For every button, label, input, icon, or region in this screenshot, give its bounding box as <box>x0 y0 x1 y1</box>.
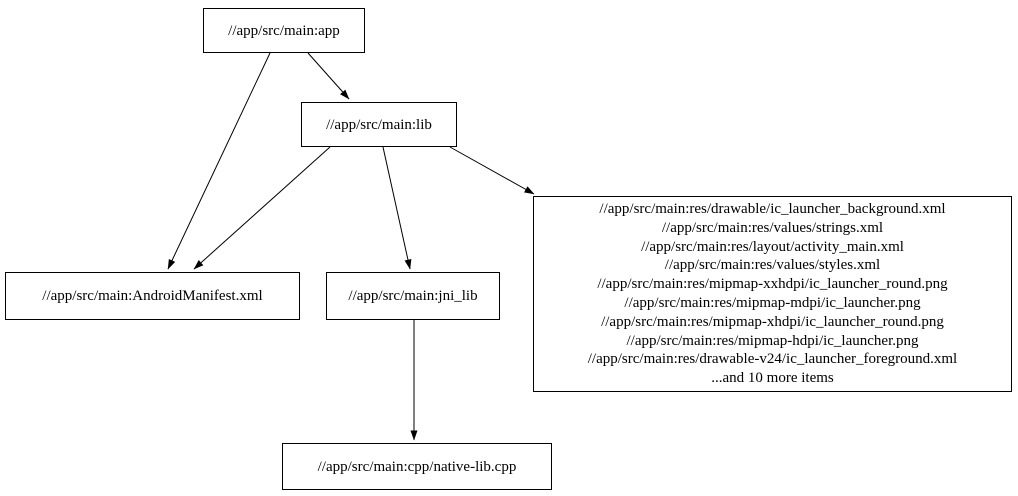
node-lib-label: //app/src/main:lib <box>326 116 432 133</box>
edge-lib-to-resources <box>449 146 535 195</box>
node-jni-lib[interactable]: //app/src/main:jni_lib <box>326 272 500 320</box>
node-native-lib-cpp-label: //app/src/main:cpp/native-lib.cpp <box>317 458 517 475</box>
resource-item: //app/src/main:res/mipmap-xhdpi/ic_launc… <box>601 313 944 330</box>
resource-item: //app/src/main:res/layout/activity_main.… <box>641 238 904 255</box>
resource-item: //app/src/main:res/values/strings.xml <box>661 219 884 236</box>
node-android-manifest-label: //app/src/main:AndroidManifest.xml <box>42 288 263 304</box>
node-app-label: //app/src/main:app <box>228 22 340 39</box>
resource-item: //app/src/main:res/mipmap-mdpi/ic_launch… <box>624 295 921 311</box>
node-native-lib-cpp[interactable]: //app/src/main:cpp/native-lib.cpp <box>282 443 552 490</box>
resource-item: //app/src/main:res/drawable/ic_launcher_… <box>599 201 946 218</box>
node-android-manifest[interactable]: //app/src/main:AndroidManifest.xml <box>5 272 300 320</box>
resource-item: //app/src/main:res/drawable-v24/ic_launc… <box>587 351 958 368</box>
node-jni-lib-label: //app/src/main:jni_lib <box>348 288 478 304</box>
resource-more-items: ...and 10 more items <box>711 370 834 387</box>
edge-lib-to-manifest <box>193 146 331 270</box>
node-app[interactable]: //app/src/main:app <box>203 8 365 53</box>
resource-item: //app/src/main:res/mipmap-xxhdpi/ic_laun… <box>597 276 948 293</box>
node-resources-group[interactable]: //app/src/main:res/drawable/ic_launcher_… <box>533 196 1012 392</box>
resource-item: //app/src/main:res/mipmap-hdpi/ic_launch… <box>626 332 919 349</box>
edge-app-to-manifest <box>167 52 271 270</box>
node-lib[interactable]: //app/src/main:lib <box>301 102 457 147</box>
edge-lib-to-jni-lib <box>382 146 412 270</box>
resource-item: //app/src/main:res/values/styles.xml <box>664 257 881 274</box>
edge-app-to-lib <box>307 52 350 100</box>
